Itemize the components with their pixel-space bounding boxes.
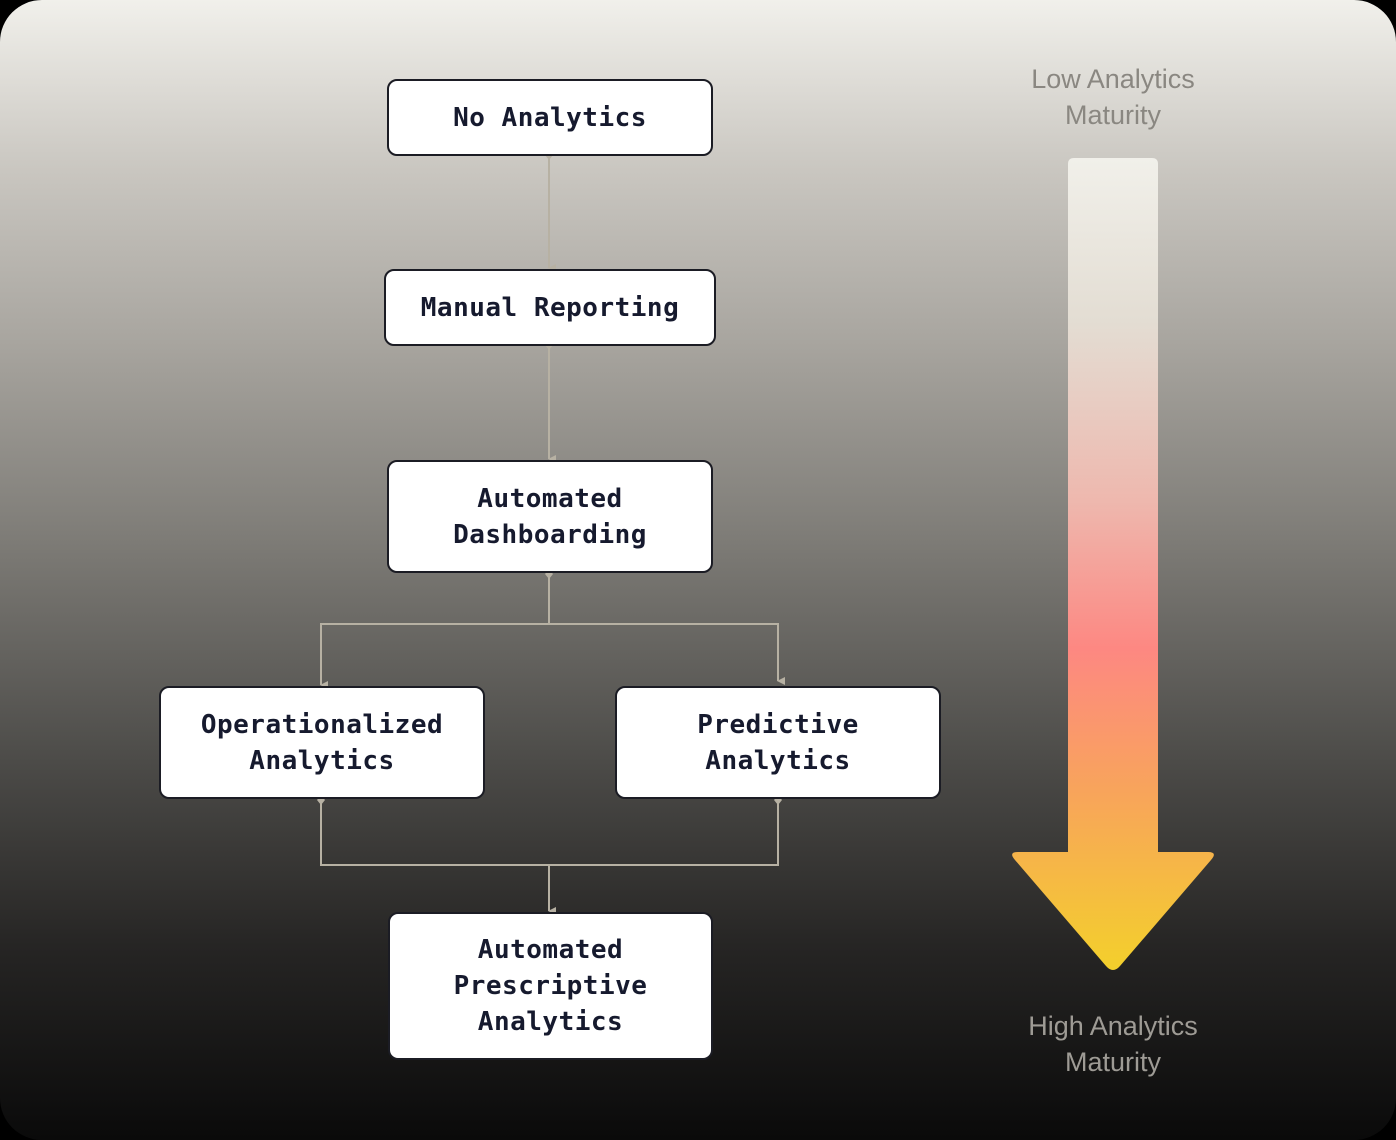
- node-automated-dashboarding: Automated Dashboarding: [387, 460, 713, 573]
- high-maturity-label: High Analytics Maturity: [1028, 1011, 1198, 1077]
- edge-automated-dashboarding-to-operationalized-analytics: [320, 573, 550, 689]
- maturity-arrow-shape: [1012, 158, 1214, 970]
- node-operationalized-analytics: Operationalized Analytics: [159, 686, 485, 799]
- edge-operationalized-analytics-to-prescriptive: [320, 799, 556, 915]
- edge-predictive-analytics-to-prescriptive: [549, 799, 779, 866]
- low-maturity-label: Low Analytics Maturity: [1031, 64, 1195, 130]
- node-manual-reporting: Manual Reporting: [384, 269, 716, 346]
- node-no-analytics: No Analytics: [387, 79, 713, 156]
- edge-automated-dashboarding-to-predictive-analytics: [549, 623, 785, 685]
- node-automated-prescriptive-analytics: Automated Prescriptive Analytics: [388, 912, 713, 1060]
- node-predictive-analytics: Predictive Analytics: [615, 686, 941, 799]
